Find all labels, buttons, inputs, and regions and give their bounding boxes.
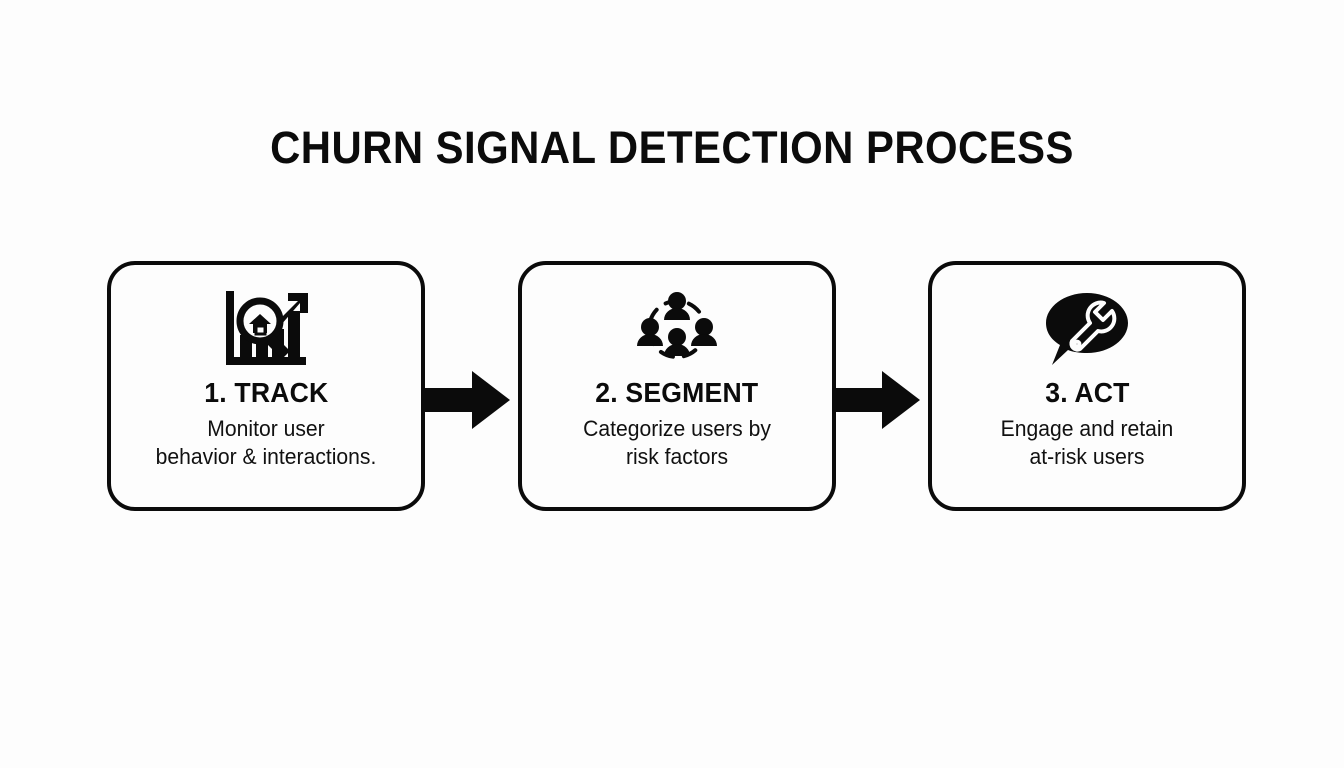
- process-step-body: Engage and retain at-risk users: [1000, 416, 1174, 469]
- chart-magnifier-icon: [220, 287, 312, 371]
- process-step-body: Monitor user behavior & interactions.: [155, 416, 377, 469]
- page-title: CHURN SIGNAL DETECTION PROCESS: [270, 122, 1074, 173]
- process-step-heading: 1. TRACK: [203, 377, 329, 408]
- process-step-body: Categorize users by risk factors: [583, 416, 771, 469]
- process-flow: 1. TRACK Monitor user behavior & interac…: [107, 261, 1246, 511]
- process-step-heading: 2. SEGMENT: [595, 377, 759, 408]
- user-group-network-icon: [635, 287, 719, 371]
- speech-bubble-wrench-icon: [1042, 287, 1132, 371]
- arrow-right-icon: [424, 369, 510, 431]
- process-step-heading: 3. ACT: [1044, 377, 1130, 408]
- arrow-right-icon: [834, 369, 920, 431]
- process-step-card-segment[interactable]: 2. SEGMENT Categorize users by risk fact…: [518, 261, 836, 511]
- process-step-card-act[interactable]: 3. ACT Engage and retain at-risk users: [928, 261, 1246, 511]
- process-step-card-track[interactable]: 1. TRACK Monitor user behavior & interac…: [107, 261, 425, 511]
